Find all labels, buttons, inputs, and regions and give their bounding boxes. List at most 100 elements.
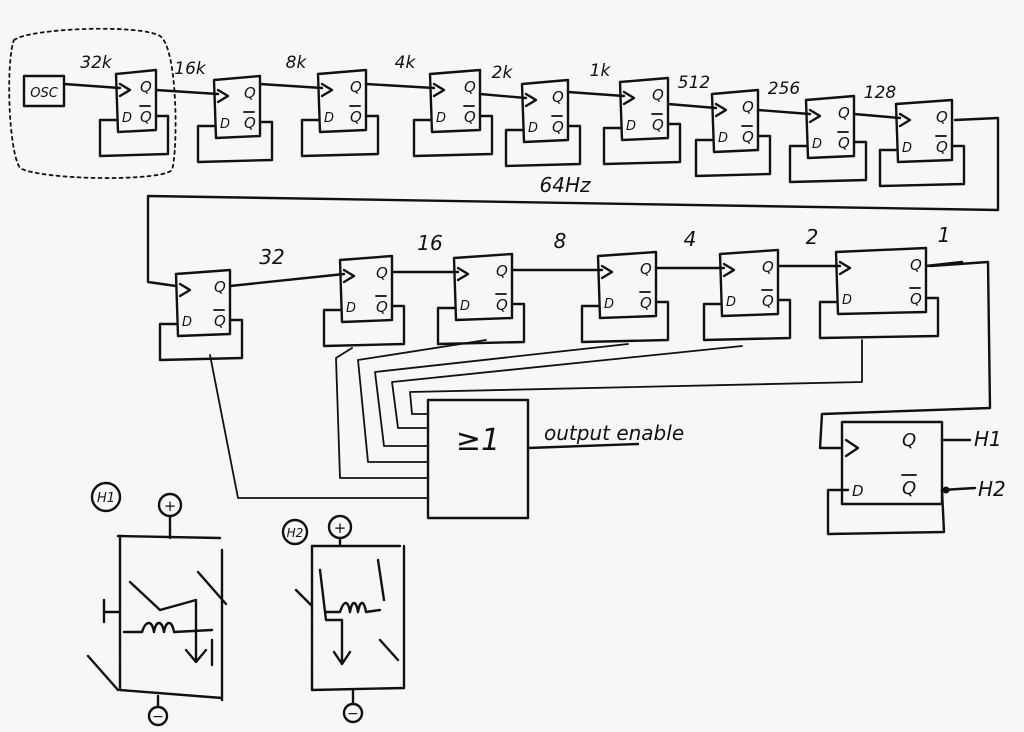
bottom-ff-6-flipflop: QQD — [818, 246, 940, 340]
top-ff-1-d: D — [122, 111, 132, 126]
top-freq-label-9: 128 — [864, 83, 897, 103]
top-ff-1-feedback-loop — [98, 114, 170, 158]
h-bridge-1-frame — [86, 514, 228, 702]
top-ff-6-d: D — [626, 119, 636, 134]
bottom-ff-3-d: D — [460, 299, 470, 314]
top-ff-9-d: D — [902, 141, 912, 156]
top-wire-3 — [258, 82, 324, 90]
top-ff-8-flipflop-body — [804, 94, 856, 160]
top-ff-7-flipflop: QQD — [694, 88, 772, 178]
bottom-ff-1-qbar: Q — [214, 312, 226, 330]
or-input-wire-16 — [335, 347, 429, 479]
bottom-ff-3-feedback-loop — [436, 302, 526, 346]
top-ff-8-q: Q — [838, 104, 850, 122]
bottom-ff-4-flipflop-body — [596, 250, 658, 320]
wire-1hz-to-output-ff — [818, 260, 992, 450]
bottom-ff-6-clock-mark — [838, 260, 852, 276]
bottom-ff-4-q: Q — [640, 260, 652, 278]
top-wire-9 — [852, 112, 902, 120]
bottom-freq-label-1: 32 — [259, 245, 284, 269]
bottom-ff-6-feedback-loop — [818, 296, 940, 340]
top-ff-7-feedback-loop — [694, 134, 772, 178]
bottom-ff-3-qbar: Q — [496, 296, 508, 314]
bottom-ff-4-feedback-loop — [580, 300, 670, 344]
top-ff-4-flipflop-body — [428, 68, 482, 134]
top-ff-7-q: Q — [742, 98, 754, 116]
top-ff-2-flipflop-body — [212, 74, 262, 140]
h-bridge-1-tag: H1 — [97, 491, 115, 506]
top-ff-2-d: D — [220, 117, 230, 132]
bottom-ff-3-clock-mark — [456, 266, 470, 282]
top-ff-5-feedback-loop — [504, 124, 582, 168]
top-ff-6-flipflop-body — [618, 76, 670, 142]
top-ff-5-q: Q — [552, 88, 564, 106]
output-h2-label: H2 — [978, 477, 1006, 501]
top-ff-9-clock-mark — [898, 112, 912, 128]
top-ff-6-qbar: Q — [652, 116, 664, 134]
bottom-ff-1-flipflop-body — [174, 268, 232, 338]
top-freq-label-6: 1k — [590, 61, 612, 81]
h-bridge-1-tag-circle — [90, 481, 122, 513]
top-wire-5 — [478, 92, 528, 100]
output-flipflop-qbar-node — [942, 486, 950, 494]
bottom-ff-2-feedback-loop — [322, 304, 406, 348]
bottom-ff-3-flipflop: QQD — [436, 252, 526, 346]
output-h1-label: H1 — [974, 427, 1002, 451]
label-64hz: 64Hz — [540, 173, 591, 197]
h-bridge-2-tag: H2 — [287, 526, 304, 540]
bottom-ff-2-clock-mark — [342, 268, 356, 284]
bottom-ff-4-d: D — [604, 297, 614, 312]
bottom-ff-1-feedback-loop — [158, 318, 244, 362]
top-ff-9-qbar: Q — [936, 138, 948, 156]
top-ff-8-clock-mark — [808, 108, 822, 124]
top-ff-2-qbar: Q — [244, 114, 256, 132]
output-flipflop: Q Q D H1 H2 — [826, 420, 1006, 536]
top-ff-2-feedback-loop — [196, 120, 274, 164]
top-freq-label-4: 4k — [395, 53, 417, 73]
h-bridge-1: H1 + − — [86, 481, 228, 727]
h-bridge-1-minus: − — [152, 709, 164, 725]
oscillator-box — [22, 74, 66, 108]
h-bridge-1-plus: + — [164, 497, 177, 515]
bottom-ff-6-q: Q — [910, 256, 922, 274]
top-flipflop-chain: QQD32kQQD16kQQD8kQQD4kQQD2kQQD1kQQD512QQ… — [62, 53, 966, 188]
top-ff-1-flipflop-body — [114, 68, 158, 134]
top-wire-4 — [364, 82, 436, 90]
top-ff-7-qbar: Q — [742, 128, 754, 146]
top-ff-1-q: Q — [140, 78, 152, 96]
bottom-ff-2-q: Q — [376, 264, 388, 282]
top-ff-5-clock-mark — [524, 92, 538, 108]
or-input-wire-1 — [409, 339, 863, 415]
bottom-ff-1-flipflop: QQD — [158, 268, 244, 362]
top-wire-6 — [566, 90, 626, 98]
wire-64hz — [146, 116, 1000, 288]
top-freq-label-8: 256 — [768, 79, 801, 99]
bottom-ff-5-clock-mark — [722, 262, 736, 278]
bottom-freq-label-5: 2 — [806, 225, 819, 249]
bottom-ff-4-clock-mark — [600, 264, 614, 280]
top-ff-1-qbar: Q — [140, 108, 152, 126]
top-ff-9-flipflop-body — [894, 98, 954, 164]
top-ff-4-qbar: Q — [464, 108, 476, 126]
top-ff-9-q: Q — [936, 108, 948, 126]
h-bridge-2-frame — [294, 536, 406, 692]
top-ff-7-d: D — [718, 131, 728, 146]
top-ff-6-q: Q — [652, 86, 664, 104]
top-ff-8-qbar: Q — [838, 134, 850, 152]
top-freq-label-3: 8k — [286, 53, 308, 73]
bottom-ff-2-flipflop: QQD — [322, 254, 406, 348]
top-wire-8 — [756, 108, 812, 116]
output-flipflop-q: Q — [902, 430, 916, 451]
top-ff-3-q: Q — [350, 78, 362, 96]
top-ff-9-flipflop: QQ D — [878, 98, 966, 188]
bottom-ff-1-clock-mark — [178, 282, 192, 298]
h-bridge-2-minus: − — [347, 706, 359, 722]
top-ff-3-feedback-loop — [300, 114, 380, 158]
top-wire-7 — [666, 102, 718, 110]
top-wire-1 — [62, 82, 122, 90]
output-flipflop-d: D — [852, 482, 864, 500]
bottom-freq-label-2: 16 — [417, 231, 442, 255]
output-flipflop-clock-mark — [844, 438, 860, 458]
or-gate-label: output enable — [544, 421, 684, 445]
top-ff-3-qbar: Q — [350, 108, 362, 126]
